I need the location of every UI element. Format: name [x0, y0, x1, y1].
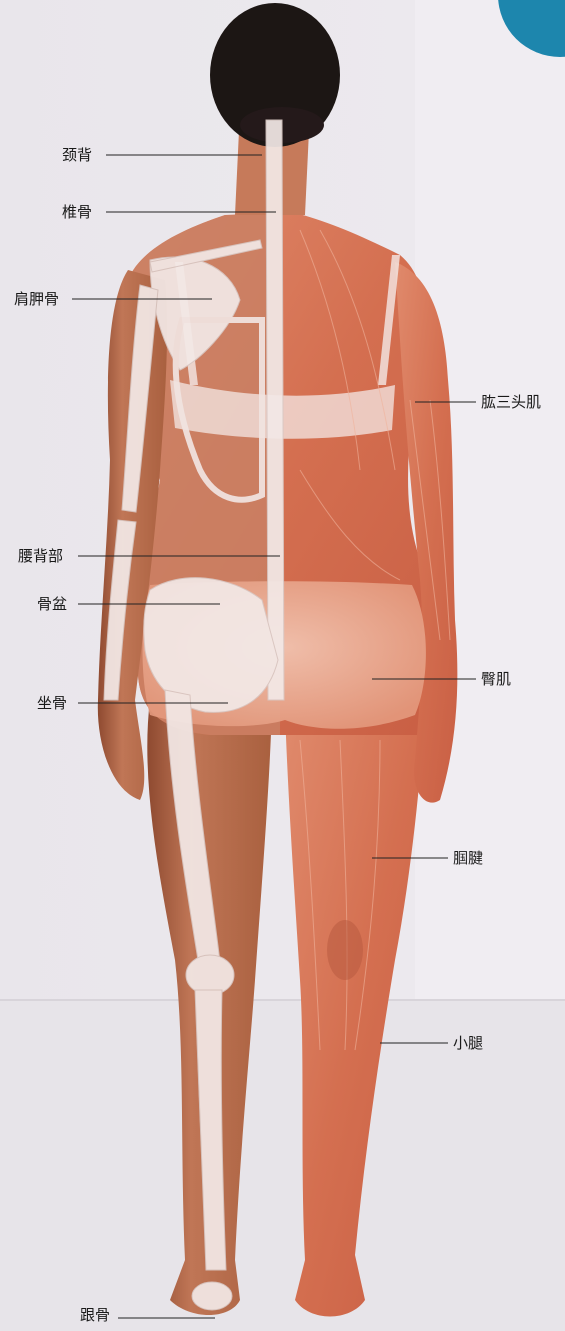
label-heel-bone: 跟骨 [80, 1306, 110, 1324]
label-pelvis: 骨盆 [37, 595, 67, 613]
label-vertebrae: 椎骨 [62, 203, 92, 221]
spine [266, 120, 284, 700]
label-calf: 小腿 [453, 1034, 483, 1052]
calf-muscle-highlight [327, 920, 363, 980]
heel-bone-shape [192, 1282, 232, 1310]
label-hamstring: 腘腱 [453, 849, 483, 867]
label-gluteus: 臀肌 [481, 670, 511, 688]
label-neck-back: 颈背 [62, 146, 92, 164]
label-scapula: 肩胛骨 [14, 290, 59, 308]
knee-cap [186, 955, 234, 995]
label-triceps: 肱三头肌 [481, 393, 541, 411]
label-lower-back: 腰背部 [18, 547, 63, 565]
label-ischium: 坐骨 [37, 694, 67, 712]
